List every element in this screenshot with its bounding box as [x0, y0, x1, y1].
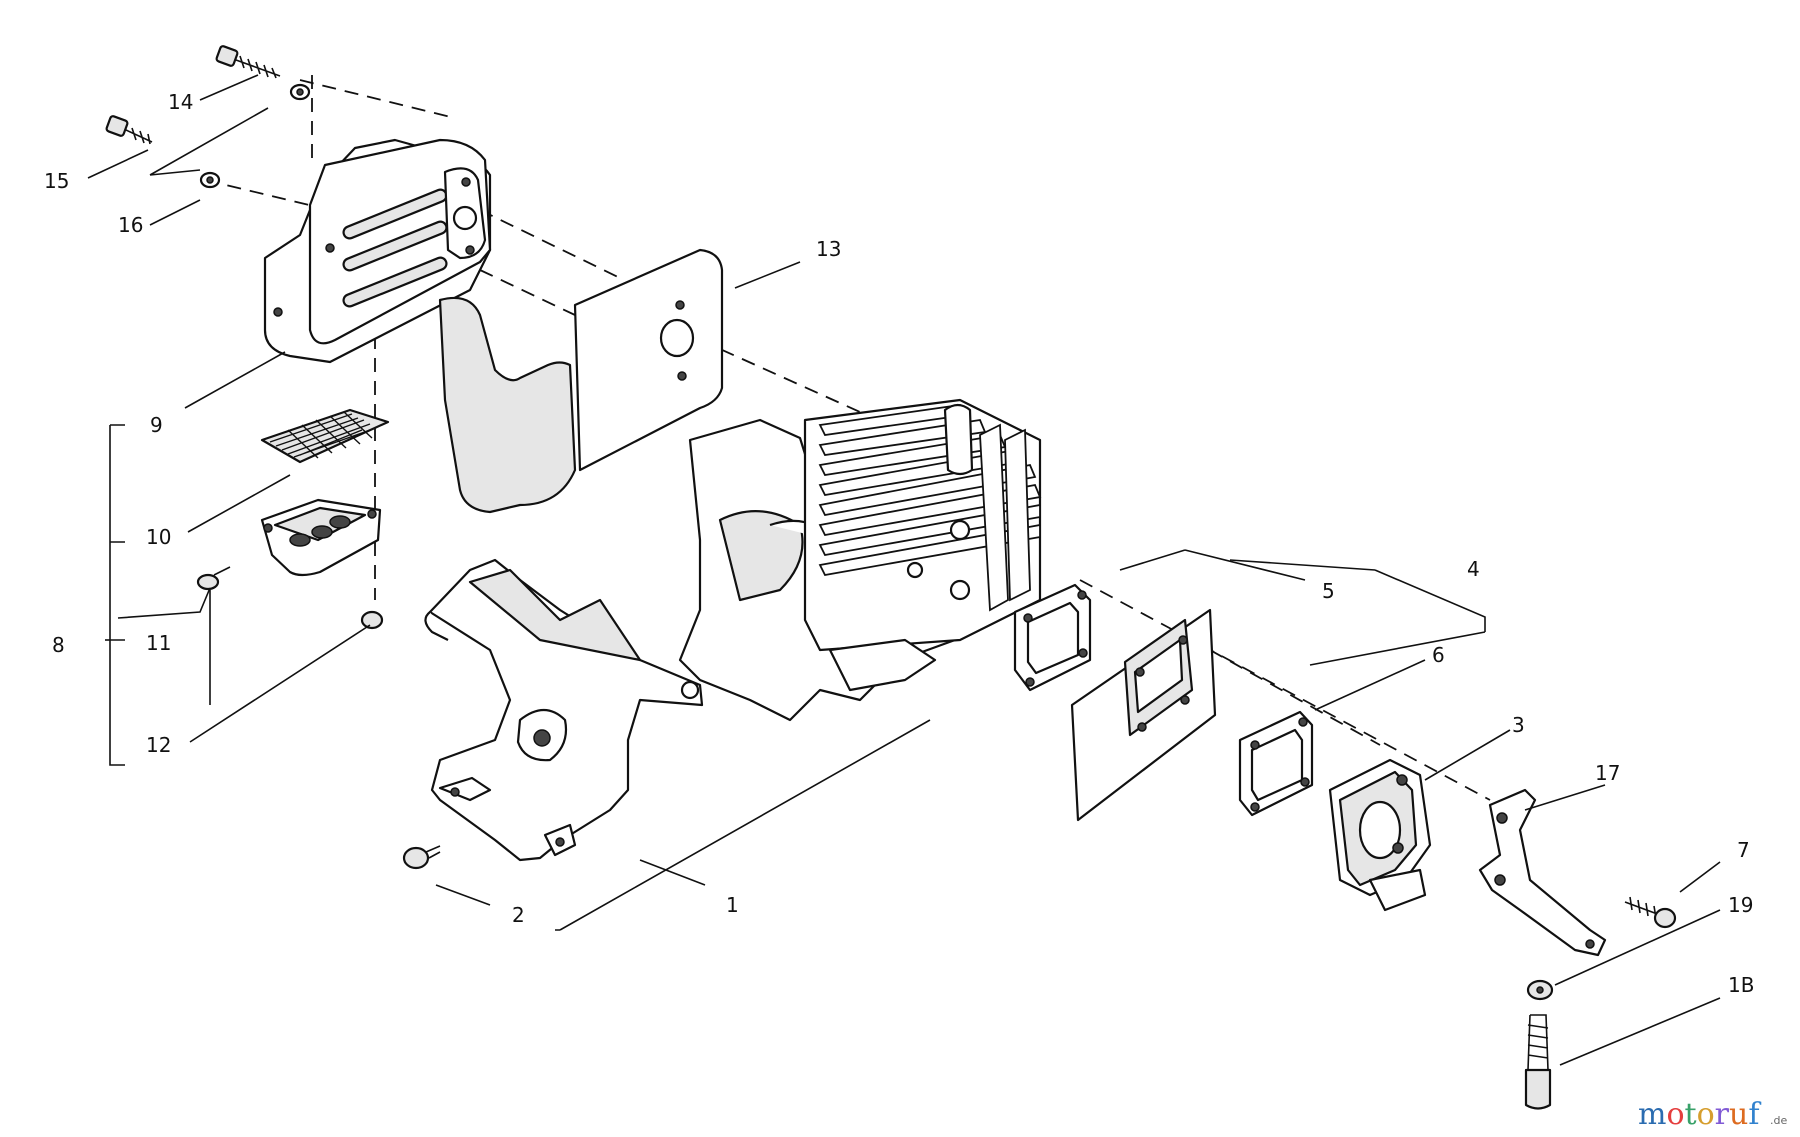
- assembly-lines: [204, 75, 1491, 801]
- watermark-letter-u: u: [1729, 1097, 1748, 1132]
- callout-10: 10: [146, 525, 171, 549]
- callout-11: 11: [146, 631, 171, 655]
- leader-lines: [87, 74, 1721, 1066]
- part-9-muffler: [263, 138, 492, 364]
- callout-3: 3: [1512, 713, 1525, 737]
- part-3-adaptor: [1328, 758, 1432, 912]
- part-17-bracket: [1478, 788, 1607, 957]
- callout-15: 15: [44, 169, 69, 193]
- watermark-letter: motoruf: [1638, 1097, 1761, 1132]
- callout-labels: 14 15 16 9 13 10 8 11 12 2 1 5 4 6 3 17 …: [44, 90, 1754, 997]
- part-1-crankcase: [402, 558, 704, 870]
- callout-19: 19: [1728, 893, 1753, 917]
- callout-2: 2: [512, 903, 525, 927]
- engine-cylinder-block: [678, 398, 1042, 722]
- callout-6: 6: [1432, 643, 1445, 667]
- watermark-letter-o1: o: [1666, 1097, 1684, 1132]
- part-4-insulator-plate: [1070, 608, 1217, 822]
- part-7-bolt: [1624, 896, 1677, 929]
- callout-17: 17: [1595, 761, 1620, 785]
- part-5-gasket: [1013, 583, 1092, 692]
- callout-8: 8: [52, 633, 65, 657]
- callout-7: 7: [1737, 838, 1750, 862]
- part-6-gasket: [1238, 710, 1314, 817]
- watermark-letter-r: r: [1715, 1097, 1730, 1132]
- part-14-screw: [215, 45, 311, 101]
- watermark-suffix: .de: [1770, 1114, 1787, 1127]
- part-11-baffle-cap: [196, 498, 384, 630]
- callout-12: 12: [146, 733, 171, 757]
- callout-18: 1B: [1728, 973, 1754, 997]
- part-18-stud: [1524, 1014, 1552, 1110]
- part-10-spark-screen: [260, 408, 390, 464]
- watermark-letter-o2: o: [1697, 1097, 1715, 1132]
- callout-13: 13: [816, 237, 841, 261]
- part-19-nut: [1526, 979, 1554, 1001]
- motoruf-watermark-logo: motoruf .de: [1638, 1097, 1787, 1132]
- callout-16: 16: [118, 213, 143, 237]
- part-13-heat-shield: [438, 248, 724, 514]
- watermark-letter-t: t: [1685, 1097, 1697, 1132]
- watermark-letter-f: f: [1748, 1097, 1761, 1132]
- watermark-letter-m: m: [1638, 1097, 1666, 1132]
- part-15-screw: [105, 115, 221, 189]
- callout-4: 4: [1467, 557, 1480, 581]
- callout-5: 5: [1322, 579, 1335, 603]
- callout-14: 14: [168, 90, 193, 114]
- callout-1: 1: [726, 893, 739, 917]
- callout-9: 9: [150, 413, 163, 437]
